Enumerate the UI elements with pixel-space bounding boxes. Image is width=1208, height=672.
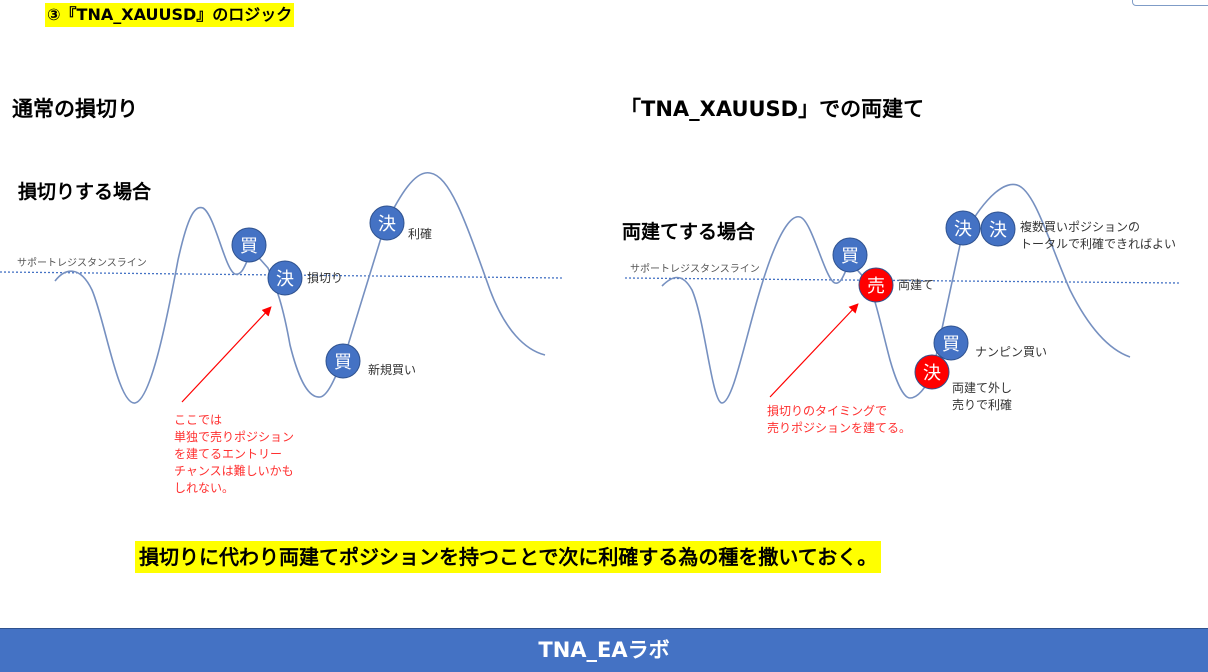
- right-support-line: [624, 277, 1181, 284]
- left-subheading: 損切りする場合: [18, 181, 152, 203]
- window-edge: [1132, 0, 1208, 6]
- svg-text:決: 決: [989, 220, 1007, 241]
- right-note-total-1: 複数買いポジションの: [1020, 219, 1140, 234]
- summary-banner: 損切りに代わり両建てポジションを持つことで次に利確する為の種を撒いておく。: [135, 541, 882, 573]
- left-heading: 通常の損切り: [12, 97, 138, 121]
- right-marker-buy-1: 買: [832, 237, 868, 273]
- right-note-unhedge-1: 両建て外し: [952, 381, 1012, 395]
- svg-text:買: 買: [942, 334, 960, 355]
- right-heading: 「TNA_XAUUSD」での両建て: [620, 97, 925, 121]
- svg-text:買: 買: [240, 236, 258, 257]
- right-note-total-2: トータルで利確できればよい: [1020, 236, 1176, 251]
- footer-bar: TNA_EAラボ: [0, 628, 1208, 672]
- right-marker-close-2: 決: [980, 211, 1016, 247]
- svg-text:しれない。: しれない。: [174, 481, 234, 495]
- left-arrow: [181, 306, 272, 403]
- left-annotation: ここでは 単独で売りポジション を建てるエントリー チャンスは難しいかも しれな…: [174, 413, 294, 495]
- right-note-nampin: ナンピン買い: [975, 345, 1047, 359]
- left-price-curve: [54, 172, 546, 404]
- svg-text:買: 買: [334, 352, 352, 373]
- right-support-label: サポートレジスタンスライン: [630, 263, 760, 275]
- svg-text:売りポジションを建てる。: 売りポジションを建てる。: [767, 420, 911, 435]
- left-marker-stoploss: 決: [267, 260, 303, 296]
- left-note-stoploss: 損切り: [307, 270, 343, 285]
- left-marker-takeprofit: 決: [369, 205, 405, 241]
- svg-text:買: 買: [841, 246, 859, 267]
- right-marker-close-1: 決: [945, 210, 981, 246]
- right-subheading: 両建てする場合: [622, 221, 756, 243]
- right-note-unhedge-2: 売りで利確: [952, 397, 1012, 412]
- left-marker-buy-1: 買: [231, 227, 267, 263]
- right-price-curve: [661, 183, 1131, 404]
- svg-text:損切りのタイミングで: 損切りのタイミングで: [767, 403, 887, 418]
- left-note-newbuy: 新規買い: [368, 362, 416, 377]
- svg-text:決: 決: [378, 214, 396, 235]
- right-marker-sell-hedge: 売: [858, 267, 894, 303]
- svg-text:決: 決: [276, 269, 294, 290]
- page-title: ③『TNA_XAUUSD』のロジック: [45, 3, 295, 27]
- svg-text:決: 決: [923, 363, 941, 384]
- svg-text:を建てるエントリー: を建てるエントリー: [174, 447, 282, 461]
- svg-text:ここでは: ここでは: [174, 413, 222, 427]
- svg-text:決: 決: [954, 219, 972, 240]
- right-marker-close-sell: 決: [914, 354, 950, 390]
- right-arrow: [769, 303, 859, 398]
- svg-text:売: 売: [867, 276, 885, 297]
- right-marker-nampin-buy: 買: [933, 325, 969, 361]
- left-note-takeprofit: 利確: [408, 226, 432, 241]
- left-marker-buy-2: 買: [325, 343, 361, 379]
- right-note-hedge: 両建て: [898, 278, 934, 292]
- right-annotation: 損切りのタイミングで 売りポジションを建てる。: [767, 403, 911, 435]
- left-support-label: サポートレジスタンスライン: [17, 257, 147, 269]
- svg-text:単独で売りポジション: 単独で売りポジション: [174, 429, 294, 444]
- svg-text:チャンスは難しいかも: チャンスは難しいかも: [174, 463, 294, 478]
